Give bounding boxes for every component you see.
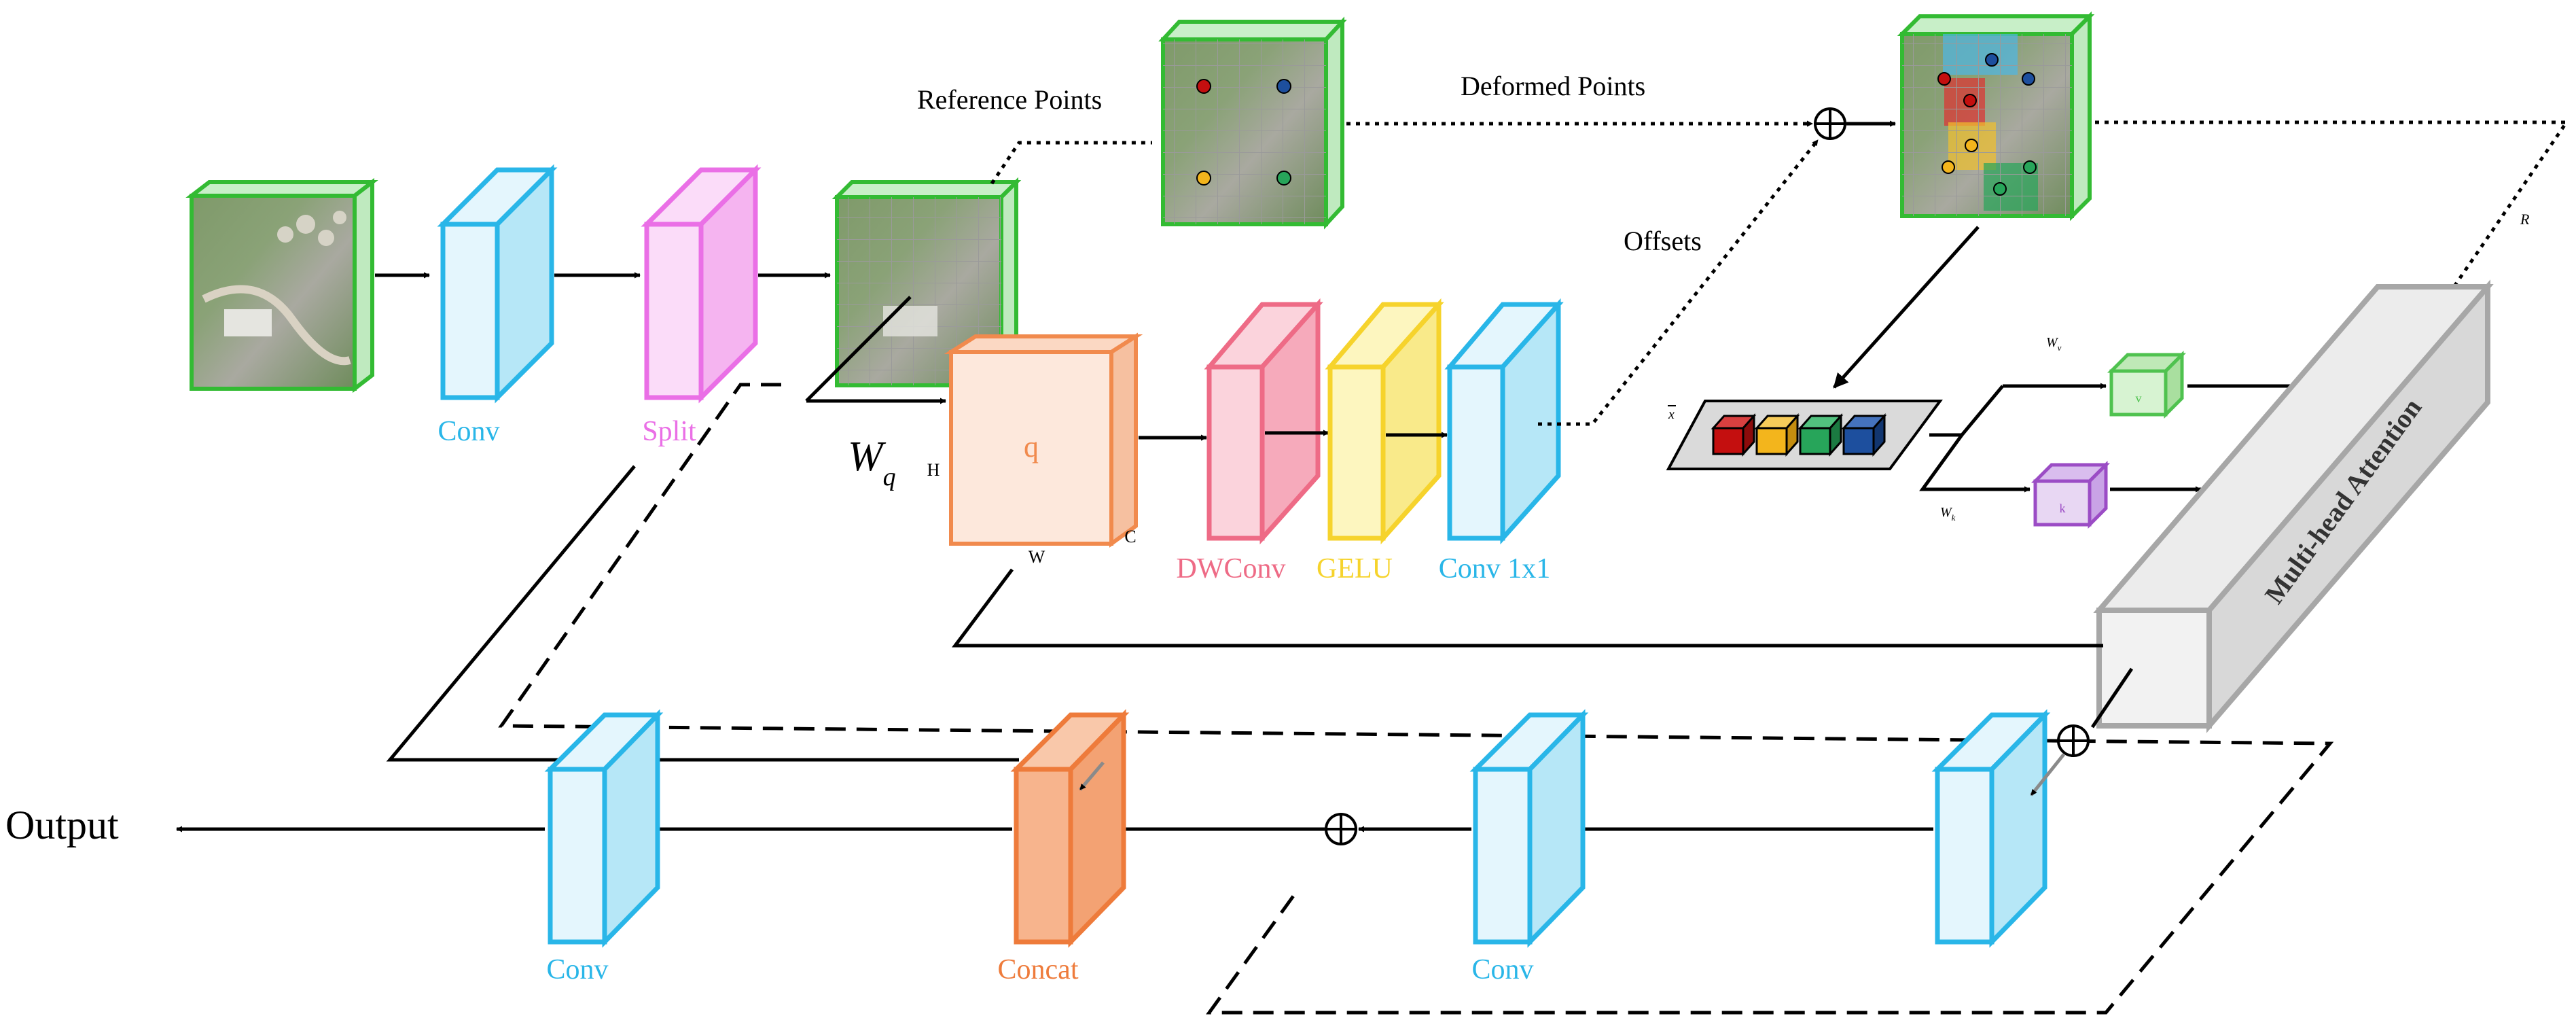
deformed-image bbox=[1897, 11, 2095, 222]
split-label: Split bbox=[642, 416, 696, 447]
offsets-dotted-line bbox=[1538, 139, 1819, 426]
conv1x1-block bbox=[1444, 298, 1564, 545]
dim-h-label: H bbox=[927, 460, 940, 480]
token-green-cube bbox=[1797, 413, 1844, 457]
mha-to-add-line bbox=[2090, 667, 2134, 729]
offsets-label: Offsets bbox=[1624, 226, 1702, 256]
dim-c-label: C bbox=[1124, 527, 1136, 546]
k-box bbox=[2031, 460, 2111, 529]
conv-block-bottom-mid bbox=[1469, 709, 1589, 948]
output-label: Output bbox=[5, 803, 119, 847]
add-node-bottom-right bbox=[2057, 724, 2090, 757]
branch-line bbox=[1929, 385, 2004, 437]
reference-dotted-line bbox=[990, 141, 1152, 185]
add-node-bottom-mid bbox=[1325, 813, 1357, 845]
arrow-deformed-to-tokens bbox=[1833, 226, 1980, 389]
conv-block-bottom-right bbox=[1931, 709, 2051, 948]
split-block bbox=[641, 164, 762, 404]
gelu-label: GELU bbox=[1317, 553, 1393, 584]
arrow-add-to-conv-right bbox=[2030, 753, 2065, 796]
wk-label: Wk bbox=[1940, 505, 1956, 523]
reference-points-label: Reference Points bbox=[917, 84, 1102, 115]
token-yellow-cube bbox=[1754, 413, 1800, 457]
concat-block bbox=[1010, 709, 1130, 948]
reference-image bbox=[1158, 16, 1347, 230]
bottom-plane-dashed-top bbox=[498, 383, 2334, 1015]
deformed-to-mha-dotted bbox=[2095, 120, 2570, 300]
conv-top-label: Conv bbox=[437, 416, 499, 447]
conv-bottom-mid-label: Conv bbox=[1471, 954, 1533, 985]
arrow-into-concat bbox=[1079, 761, 1105, 791]
branch-line-k bbox=[1919, 434, 2031, 493]
wv-label: Wv bbox=[2046, 335, 2062, 353]
wq-label: Wq bbox=[848, 434, 896, 491]
add-node-top bbox=[1814, 107, 1846, 140]
x-tilde-label: x bbox=[1668, 407, 1675, 422]
token-blue-cube bbox=[1841, 413, 1887, 457]
v-tilde-label: v bbox=[2136, 391, 2142, 405]
dwconv-label: DWConv bbox=[1177, 553, 1286, 584]
r-label: R bbox=[2520, 211, 2530, 228]
conv-block-bottom-left bbox=[544, 709, 664, 948]
gelu-block bbox=[1325, 298, 1444, 545]
deformed-points-label: Deformed Points bbox=[1461, 71, 1645, 101]
split-residual-line bbox=[386, 465, 1019, 762]
concat-label: Concat bbox=[998, 954, 1079, 985]
token-cubes bbox=[1711, 413, 1887, 457]
dwconv-block bbox=[1204, 298, 1323, 545]
wq-diagonal bbox=[805, 296, 912, 402]
token-red-cube bbox=[1711, 413, 1757, 457]
dim-w-label: W bbox=[1028, 547, 1045, 567]
conv-block-top bbox=[437, 164, 558, 404]
q-to-mha-line bbox=[952, 568, 2103, 648]
conv-bottom-left-label: Conv bbox=[546, 954, 608, 985]
q-label: q bbox=[1024, 430, 1039, 463]
v-box bbox=[2107, 350, 2187, 419]
input-image bbox=[185, 177, 378, 393]
conv1x1-label: Conv 1x1 bbox=[1439, 553, 1551, 584]
q-block bbox=[944, 332, 1143, 548]
k-tilde-label: k bbox=[2060, 502, 2066, 515]
mha-block bbox=[2093, 279, 2494, 733]
grid-image bbox=[831, 177, 1022, 391]
